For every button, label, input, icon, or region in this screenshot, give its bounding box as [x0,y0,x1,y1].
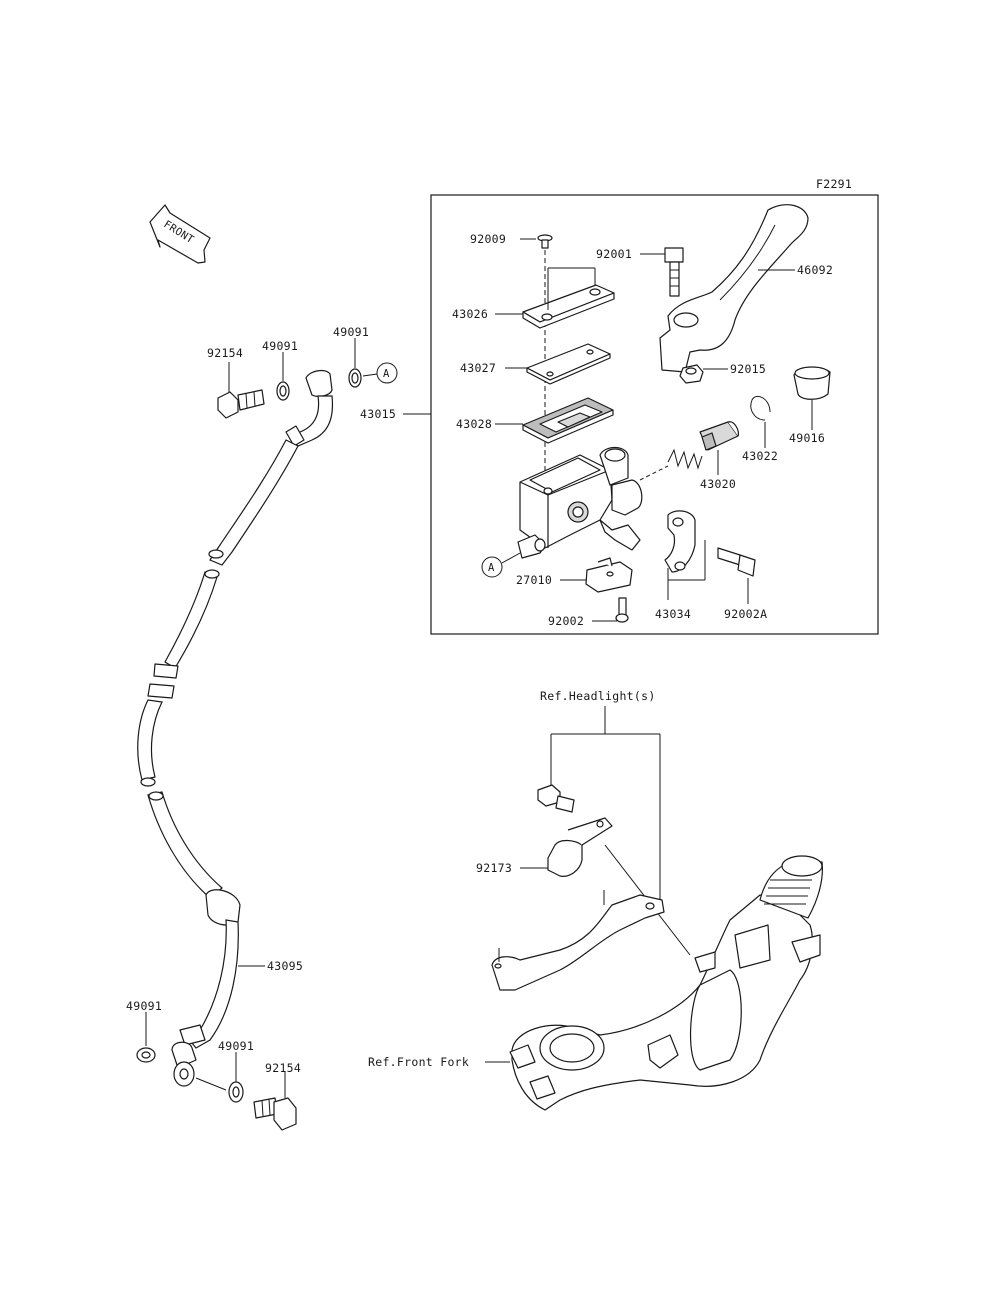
label-92154-bottom: 92154 [265,1061,301,1075]
label-92002: 92002 [548,614,584,628]
label-49091-bottom-b: 49091 [218,1039,254,1053]
label-43027: 43027 [460,361,496,375]
diagram-code: F2291 [816,177,852,191]
nut-92015 [679,364,704,384]
label-92173: 92173 [476,861,512,875]
holder-92173 [547,817,613,877]
label-92001: 92001 [596,247,632,261]
label-27010: 27010 [516,573,552,587]
label-49016: 49016 [789,431,825,445]
clamp-43034 [664,510,696,573]
brake-switch-27010 [585,557,633,593]
diaphragm-43028 [522,397,614,444]
washer-49091-bottom-b [228,1081,244,1103]
label-92015: 92015 [730,362,766,376]
piston-kit-43020 [667,421,740,470]
headlight-bracket-bolt [537,784,575,813]
label-92009: 92009 [470,232,506,246]
label-92002A: 92002A [724,607,767,621]
reservoir-cap-43026 [522,284,615,329]
front-arrow-icon: FRONT [149,204,211,264]
master-cylinder-body [517,446,643,559]
brake-lever-46092 [659,204,809,373]
ref-marker-a-box [481,556,503,578]
ref-headlight-label: Ref.Headlight(s) [540,689,656,703]
label-43026: 43026 [452,307,488,321]
label-43020: 43020 [700,477,736,491]
washer-49091-top-a [276,381,290,401]
label-49091-top-a: 49091 [262,339,298,353]
label-92154-top: 92154 [207,346,243,360]
label-43028: 43028 [456,417,492,431]
label-49091-top-b: 49091 [333,325,369,339]
ref-marker-a-top [376,362,398,384]
banjo-bolt-92154-top [217,389,265,419]
ref-marker-a-box-text: A [488,562,495,574]
label-43022: 43022 [742,449,778,463]
washer-49091-top-b [348,368,362,388]
label-49091-bottom-a: 49091 [126,999,162,1013]
label-43034: 43034 [655,607,691,621]
diaphragm-plate-43027 [526,343,611,385]
front-fork-bracket [509,855,823,1111]
bolt-92001 [664,247,684,297]
washer-49091-bottom-a [136,1047,156,1063]
ref-front-fork-label: Ref.Front Fork [368,1055,469,1069]
banjo-bolt-92154-bottom [253,1097,297,1131]
headlight-bracket [491,890,665,991]
label-46092: 46092 [797,263,833,277]
label-43015: 43015 [360,407,396,421]
screw-92009 [537,234,553,249]
dust-boot-49016 [793,366,831,400]
circlip-43022 [750,396,771,421]
bolt-92002A [717,547,756,577]
screw-92002 [615,597,629,623]
ref-marker-a-top-text: A [383,368,390,380]
brake-hose-43095 [137,369,334,1087]
label-43095: 43095 [267,959,303,973]
